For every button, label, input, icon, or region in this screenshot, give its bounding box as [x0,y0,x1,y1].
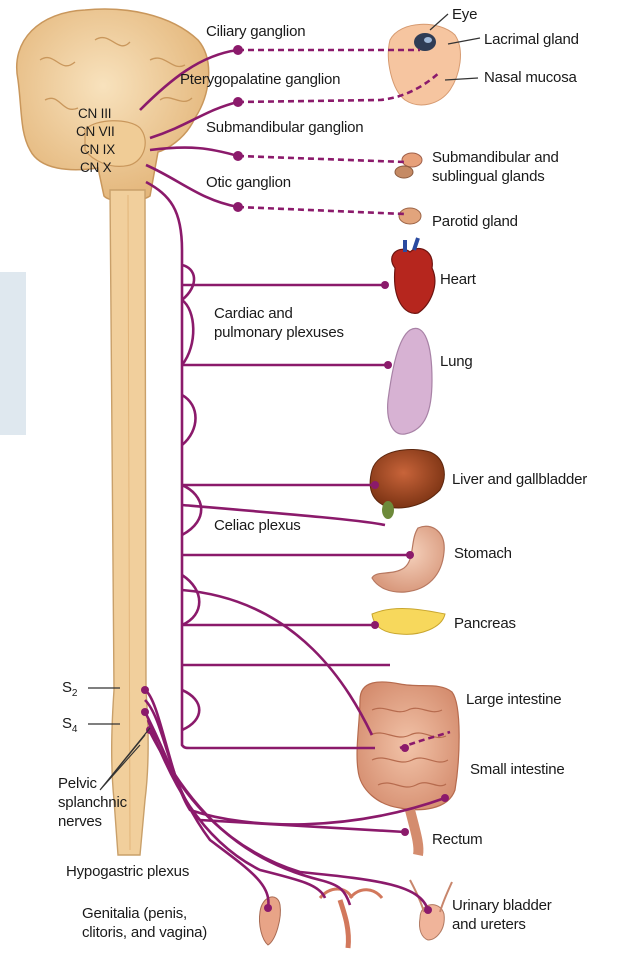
pancreas-icon [372,609,445,635]
stomach-icon [372,526,444,592]
cn-iii-label: CN III [78,104,111,123]
pterygopalatine-ganglion-label: Pterygopalatine ganglion [180,70,340,89]
small-intestine-label: Small intestine [470,760,565,779]
large-intestine-label: Large intestine [466,690,561,709]
cardiac-line1: Cardiac and [214,304,344,323]
s2-subscript: 2 [72,688,77,699]
cardiac-line2: pulmonary plexuses [214,323,344,342]
liver-icon [370,449,444,519]
pelvic-splanchnic-label: Pelvic splanchnic nerves [58,774,127,831]
genitalia-line2: clitoris, and vagina) [82,923,207,942]
otic-ganglion-label: Otic ganglion [206,173,291,192]
pelvic-line1: Pelvic [58,774,127,793]
bladder-label: Urinary bladder and ureters [452,896,552,934]
lacrimal-gland-label: Lacrimal gland [484,30,579,49]
stomach-label: Stomach [454,544,512,563]
lung-icon [388,328,432,434]
brain-icon [17,9,209,201]
s4-label: S4 [62,714,77,739]
pelvic-line2: splanchnic [58,793,127,812]
celiac-plexus-label: Celiac plexus [214,516,301,535]
s2-label: S2 [62,678,77,703]
cn-ix-label: CN IX [80,140,115,159]
submandibular-glands-line1: Submandibular and [432,148,559,167]
lung-label: Lung [440,352,473,371]
nasal-mucosa-label: Nasal mucosa [484,68,577,87]
pancreas-label: Pancreas [454,614,516,633]
bladder-line2: and ureters [452,915,552,934]
eye-label: Eye [452,5,477,24]
eye-icon [388,24,460,105]
heart-icon [392,238,435,313]
bladder-line1: Urinary bladder [452,896,552,915]
cn-vii-label: CN VII [76,122,115,141]
cardiac-plexus-label: Cardiac and pulmonary plexuses [214,304,344,342]
submandibular-ganglion-label: Submandibular ganglion [206,118,363,137]
liver-label: Liver and gallbladder [452,470,587,489]
parotid-gland-label: Parotid gland [432,212,518,231]
hypogastric-plexus-label: Hypogastric plexus [66,862,189,881]
genitalia-label: Genitalia (penis, clitoris, and vagina) [82,904,207,942]
pelvic-line3: nerves [58,812,127,831]
rectum-label: Rectum [432,830,482,849]
heart-label: Heart [440,270,476,289]
submandibular-glands-line2: sublingual glands [432,167,559,186]
genitalia-icon [259,889,382,948]
ciliary-ganglion-label: Ciliary ganglion [206,22,305,41]
submandibular-glands-label: Submandibular and sublingual glands [432,148,559,186]
s4-subscript: 4 [72,724,77,735]
cn-x-label: CN X [80,158,111,177]
genitalia-line1: Genitalia (penis, [82,904,207,923]
